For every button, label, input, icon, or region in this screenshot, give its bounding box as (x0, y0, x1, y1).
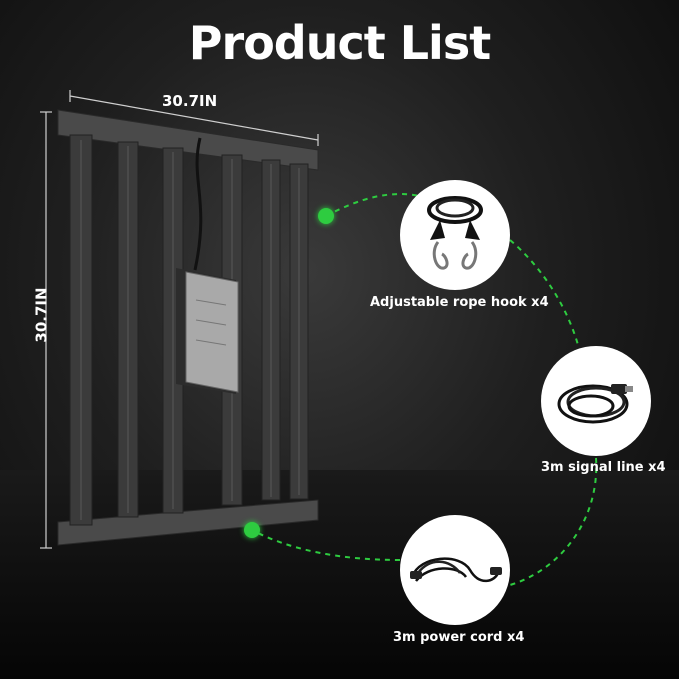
height-dimension-label: 30.7IN (32, 287, 51, 343)
width-dimension-label: 30.7IN (162, 92, 218, 110)
led-grow-light-illustration (57, 109, 319, 546)
connector-dot (318, 208, 334, 224)
floor-shadow (0, 470, 679, 679)
driver-box (176, 268, 239, 394)
signal-line-label: 3m signal line x4 (541, 460, 666, 475)
connector-dot (244, 522, 260, 538)
power-cord-icon (400, 515, 510, 625)
dimension-lines (40, 90, 319, 549)
rope-hook-label: Adjustable rope hook x4 (370, 295, 549, 310)
rope-hook-icon (400, 180, 510, 290)
power-cord-label: 3m power cord x4 (393, 630, 525, 645)
connector-arc (251, 193, 598, 586)
page-title: Product List (188, 16, 491, 70)
signal-cable-icon (541, 346, 651, 456)
